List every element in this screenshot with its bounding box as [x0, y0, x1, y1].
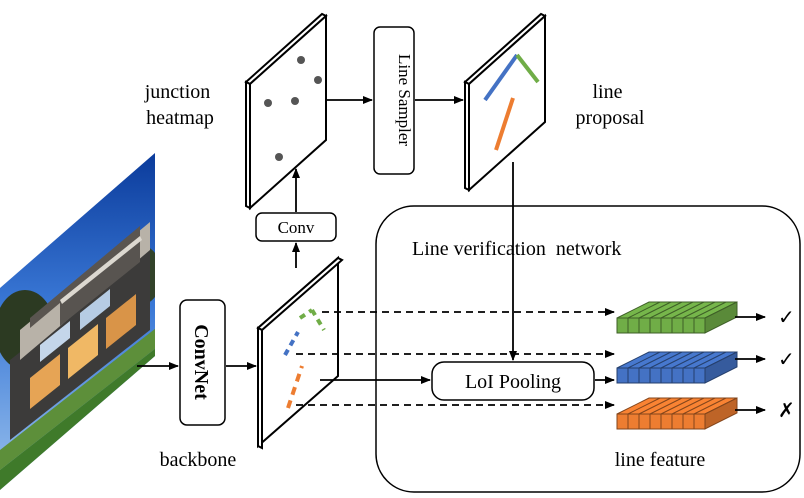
line-proposal-label: line proposal: [576, 81, 645, 129]
junction-heatmap-label-line2: heatmap: [146, 107, 214, 129]
heatmap-junction-dot: [297, 56, 305, 64]
junction-heatmap-label-line1: junction: [144, 81, 211, 103]
line-proposal-label-line1: line: [593, 81, 623, 103]
line-feature-label: line feature: [615, 449, 706, 471]
backbone-label: backbone: [160, 449, 237, 471]
line-feature-green: [616, 301, 738, 334]
line-verification-network-label: Line verification network: [412, 238, 621, 260]
convnet-box: ConvNet: [179, 299, 226, 426]
line-sampler-box: Line Sampler: [373, 26, 415, 175]
check-icon: ✓: [778, 307, 795, 329]
heatmap-junction-dot: [264, 99, 272, 107]
convnet-label: ConvNet: [190, 324, 212, 400]
flow-arrows: [137, 96, 766, 414]
input-image: [0, 153, 155, 490]
cross-icon: ✗: [778, 400, 795, 422]
line-feature-blue: [616, 351, 738, 384]
line-sampler-label: Line Sampler: [395, 54, 414, 146]
backbone-panel: [256, 255, 344, 450]
line-proposal-label-line2: proposal: [576, 107, 645, 129]
line-verification-network-box: [375, 205, 801, 493]
junction-heatmap-panel: [244, 12, 328, 211]
line-feature-orange: [616, 397, 738, 430]
heatmap-junction-dot: [314, 76, 322, 84]
conv-box: Conv: [255, 212, 337, 242]
check-icon: ✓: [778, 349, 795, 371]
loi-pooling-label: LoI Pooling: [465, 371, 561, 393]
heatmap-junction-dot: [275, 153, 283, 161]
conv-label: Conv: [278, 218, 315, 237]
junction-heatmap-label: junction heatmap: [144, 81, 216, 129]
heatmap-junction-dot: [291, 97, 299, 105]
loi-pooling-box: LoI Pooling: [431, 361, 595, 401]
line-proposal-panel: [463, 12, 547, 193]
